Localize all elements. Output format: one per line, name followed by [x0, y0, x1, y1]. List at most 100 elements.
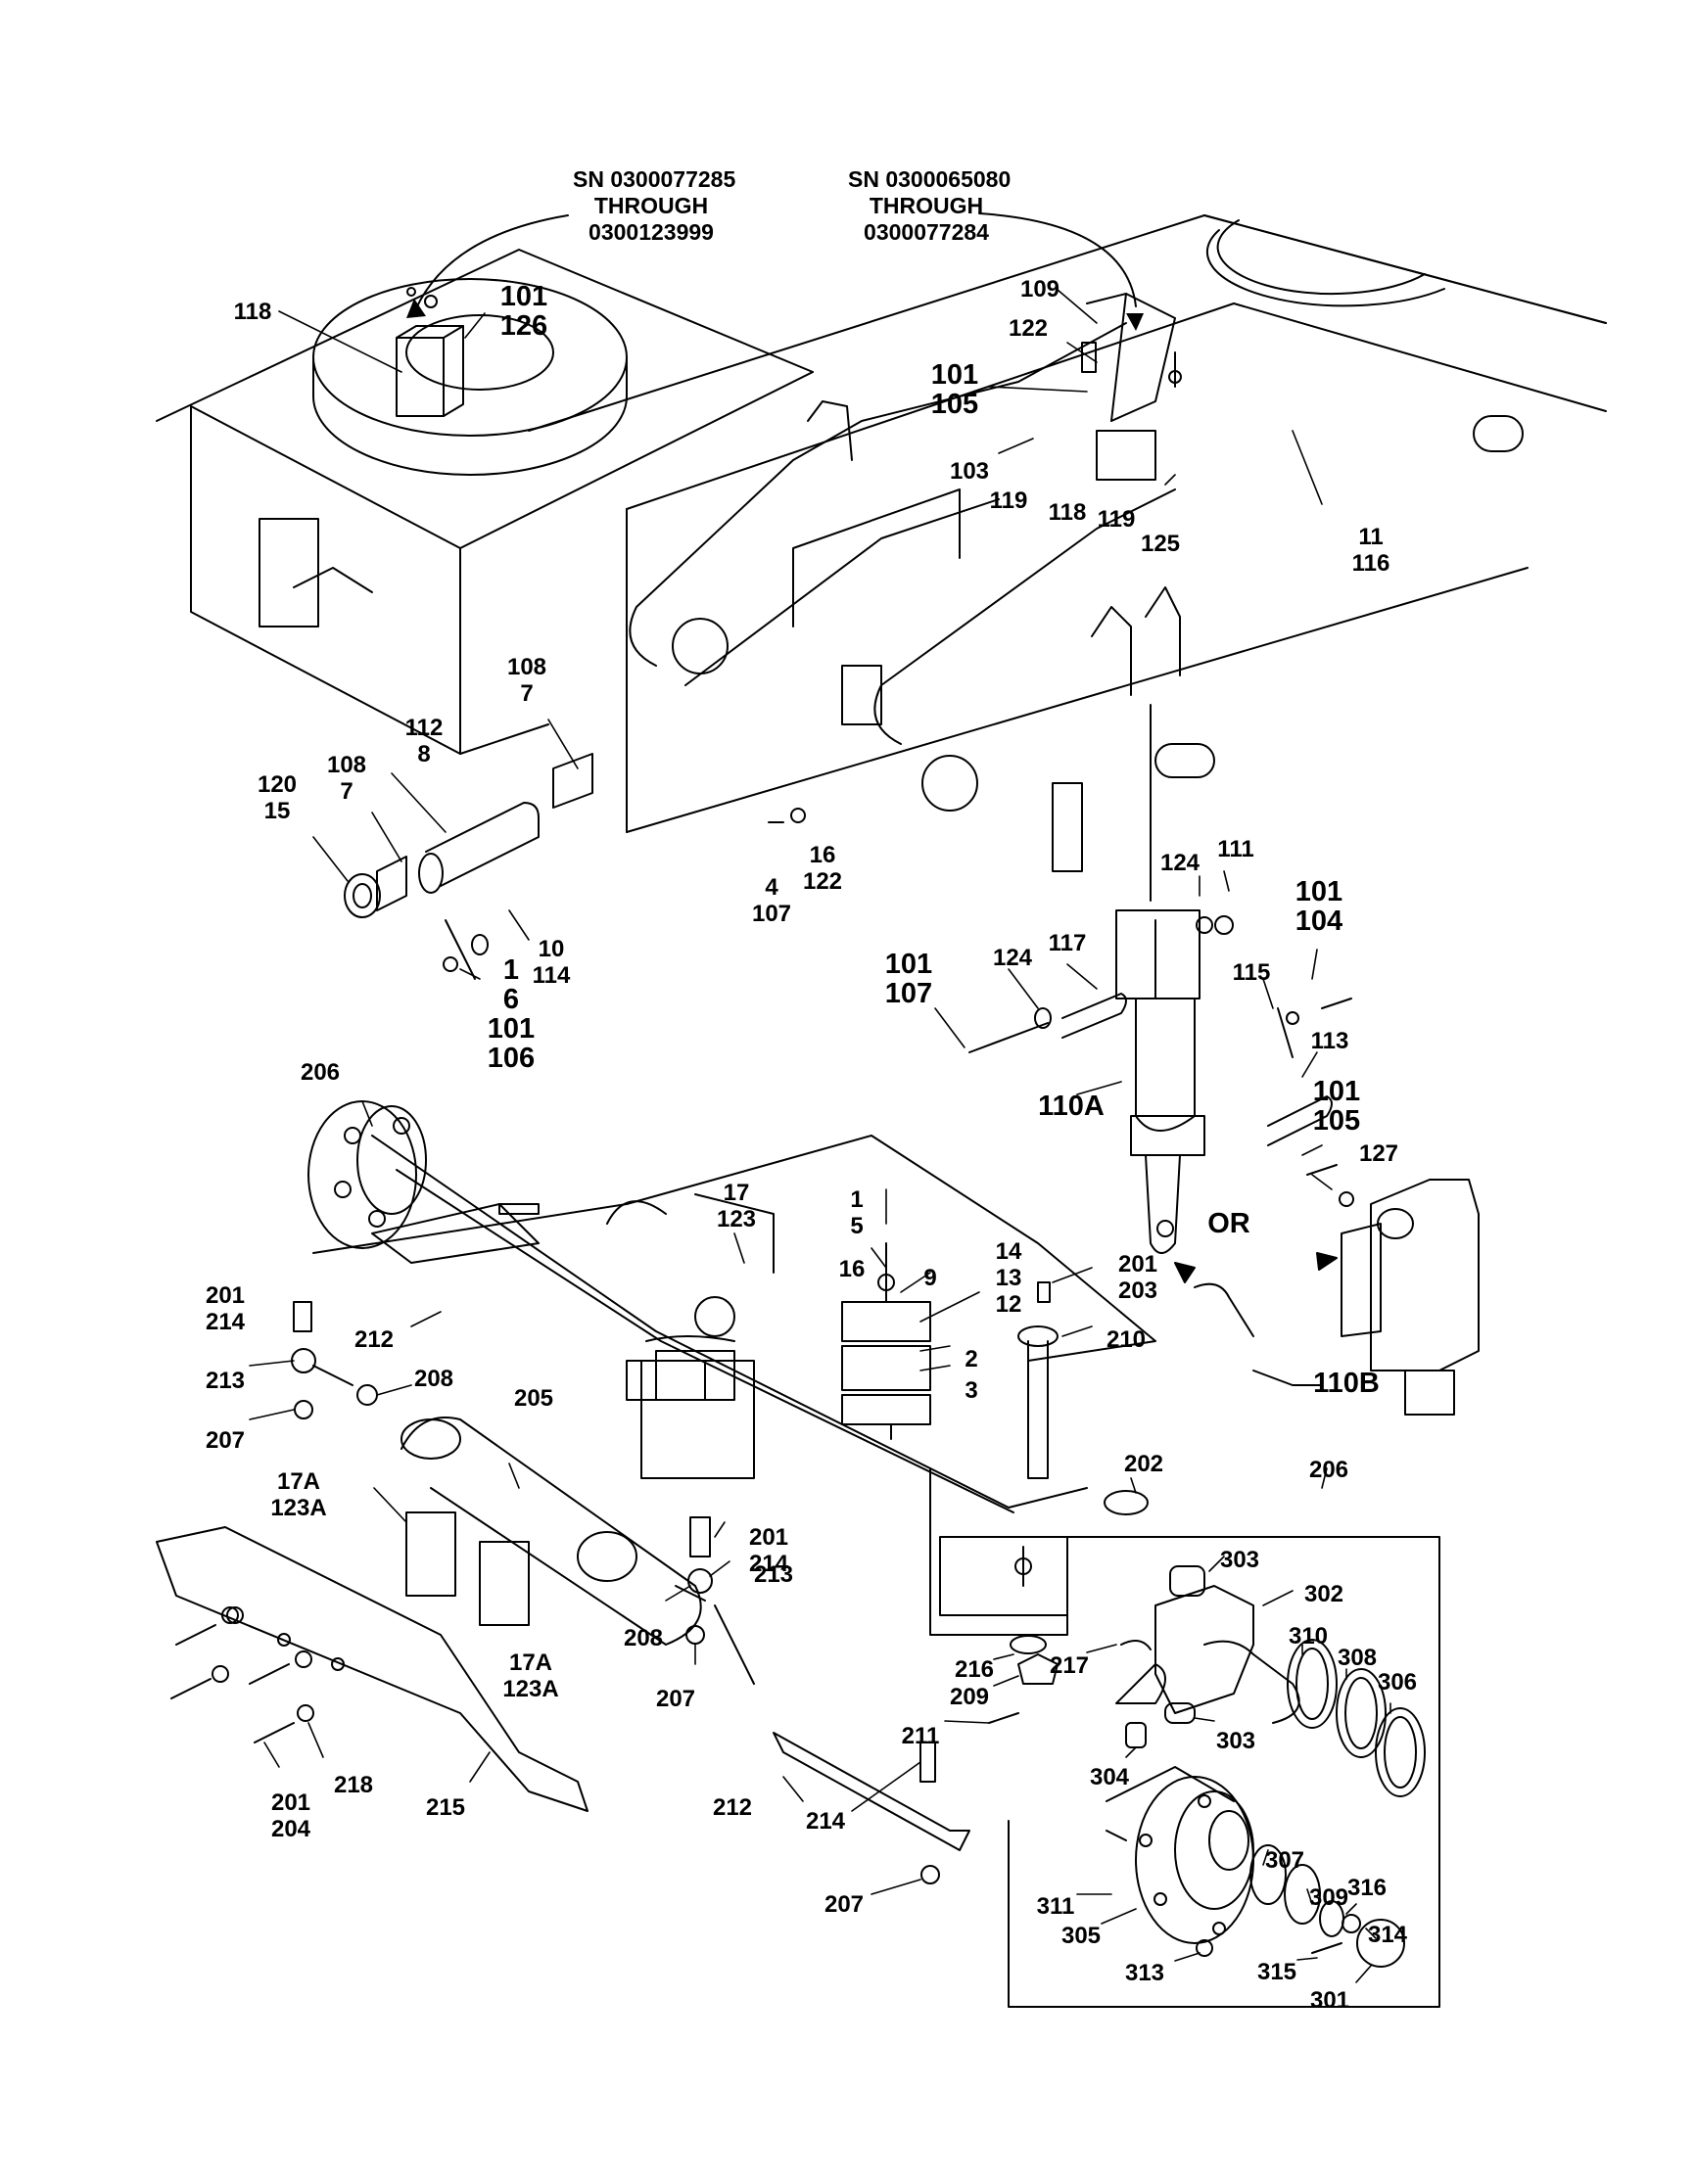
guard-plate-drawing — [156, 1526, 589, 1812]
lower-bolts-drawing — [170, 1606, 314, 1743]
callout-label-line: 17A — [508, 1650, 553, 1676]
cylinder-pins-drawing — [968, 993, 1354, 1207]
callout-label: 216 — [896, 1656, 1053, 1683]
callout-label-line: 302 — [1303, 1581, 1344, 1607]
callout-label-line: 11 — [1358, 524, 1384, 550]
callout-label-line: 126 — [499, 310, 548, 342]
callout-label-line: 206 — [300, 1059, 341, 1086]
callout-label: 208 — [355, 1366, 512, 1392]
callout-label: 304 — [1031, 1764, 1188, 1790]
king-pin-drawing — [1017, 1281, 1059, 1479]
callout-label-line: 201 — [748, 1524, 789, 1551]
callout-label-line: 124 — [1159, 850, 1201, 876]
callout-label: 217 — [991, 1652, 1148, 1679]
callout-label: 313 — [1066, 1960, 1223, 1986]
callout-label: 305 — [1003, 1923, 1159, 1949]
callout-label-line: 10 — [538, 936, 565, 962]
turntable-ring-right-drawing — [1205, 219, 1445, 307]
callout-label-line: 118 — [1048, 499, 1087, 526]
serial-number-note-line: SN 0300077285 — [573, 166, 736, 192]
callout-label-line: 211 — [901, 1723, 940, 1749]
callout-label: 118 — [174, 299, 331, 325]
callout-label-line: 101 — [1312, 1076, 1361, 1107]
callout-label-line: 213 — [205, 1368, 246, 1394]
callout-label-line: 304 — [1089, 1764, 1130, 1790]
callout-label-line: 214 — [805, 1808, 846, 1835]
callout-label: 119 — [1038, 506, 1195, 533]
callout-label: 311 — [977, 1893, 1134, 1920]
callout-label: 213 — [147, 1368, 304, 1394]
callout-label-line: 206 — [1308, 1457, 1349, 1483]
sensor-bracket-drawing — [1081, 293, 1182, 481]
steering-cylinder-drawing — [400, 1417, 706, 1646]
callout-label-line: 123A — [270, 1495, 327, 1521]
callout-label: 301 — [1251, 1987, 1408, 2014]
hub-flange-left-drawing — [307, 1100, 427, 1249]
callout-label-line: 118 — [233, 299, 272, 325]
serial-arrows-drawing — [415, 212, 1338, 1283]
callout-label: 314 — [1309, 1922, 1466, 1948]
callout-label: 113 — [1251, 1028, 1408, 1054]
seal-rings-drawing — [1287, 1639, 1426, 1797]
callout-label-line: 105 — [1312, 1105, 1361, 1137]
callout-label-line: 124 — [992, 945, 1033, 971]
callout-label: 212 — [654, 1794, 811, 1821]
wheel-hub-drawing — [1106, 1776, 1405, 1968]
callout-label-line: 6 — [502, 984, 520, 1015]
callout-label-line: 123 — [716, 1206, 757, 1232]
callout-label: 125 — [1082, 531, 1239, 557]
callout-label-line: 101 — [1295, 876, 1343, 907]
callout-label-line: 1 — [850, 1186, 864, 1213]
callout-label: 218 — [275, 1772, 432, 1798]
callout-label-line: 7 — [520, 680, 534, 707]
callout-label-line: 106 — [487, 1043, 536, 1074]
spring-mount-drawing — [841, 1242, 931, 1440]
callout-label-line: 305 — [1060, 1923, 1102, 1949]
callout-label-line: 303 — [1215, 1728, 1256, 1754]
callout-label: 209 — [891, 1684, 1048, 1710]
callout-label: 119 — [930, 488, 1087, 514]
callout-label-line: 119 — [989, 488, 1028, 514]
callout-label-line: 308 — [1337, 1645, 1378, 1671]
small-bolt-drawing — [768, 808, 806, 823]
callout-label: 215 — [367, 1794, 524, 1821]
callout-label: 103 — [891, 458, 1048, 485]
callout-label: 205 — [455, 1385, 612, 1412]
cylinder-110b-drawing — [1194, 1179, 1480, 1416]
callout-label-line: 216 — [954, 1656, 995, 1683]
swing-bracket-drawing — [629, 322, 1181, 812]
callout-label-line: 207 — [655, 1686, 696, 1712]
callout-label: 110B — [1268, 1369, 1425, 1398]
callout-label-line: 303 — [1219, 1547, 1260, 1573]
callout-label: 308 — [1279, 1645, 1436, 1671]
callout-label-line: 114 — [532, 962, 571, 989]
callout-label-line: 314 — [1367, 1922, 1408, 1948]
callout-label-line: 112 — [404, 715, 444, 741]
callout-label-line: 117 — [1048, 930, 1087, 956]
callout-label: 127 — [1300, 1140, 1457, 1167]
callout-label-line: 315 — [1256, 1959, 1297, 1985]
callout-label-line: 101 — [930, 359, 979, 391]
callout-label: 214 — [747, 1808, 904, 1835]
callout-label-line: 208 — [413, 1366, 454, 1392]
callout-label-line: 14 — [995, 1238, 1022, 1265]
